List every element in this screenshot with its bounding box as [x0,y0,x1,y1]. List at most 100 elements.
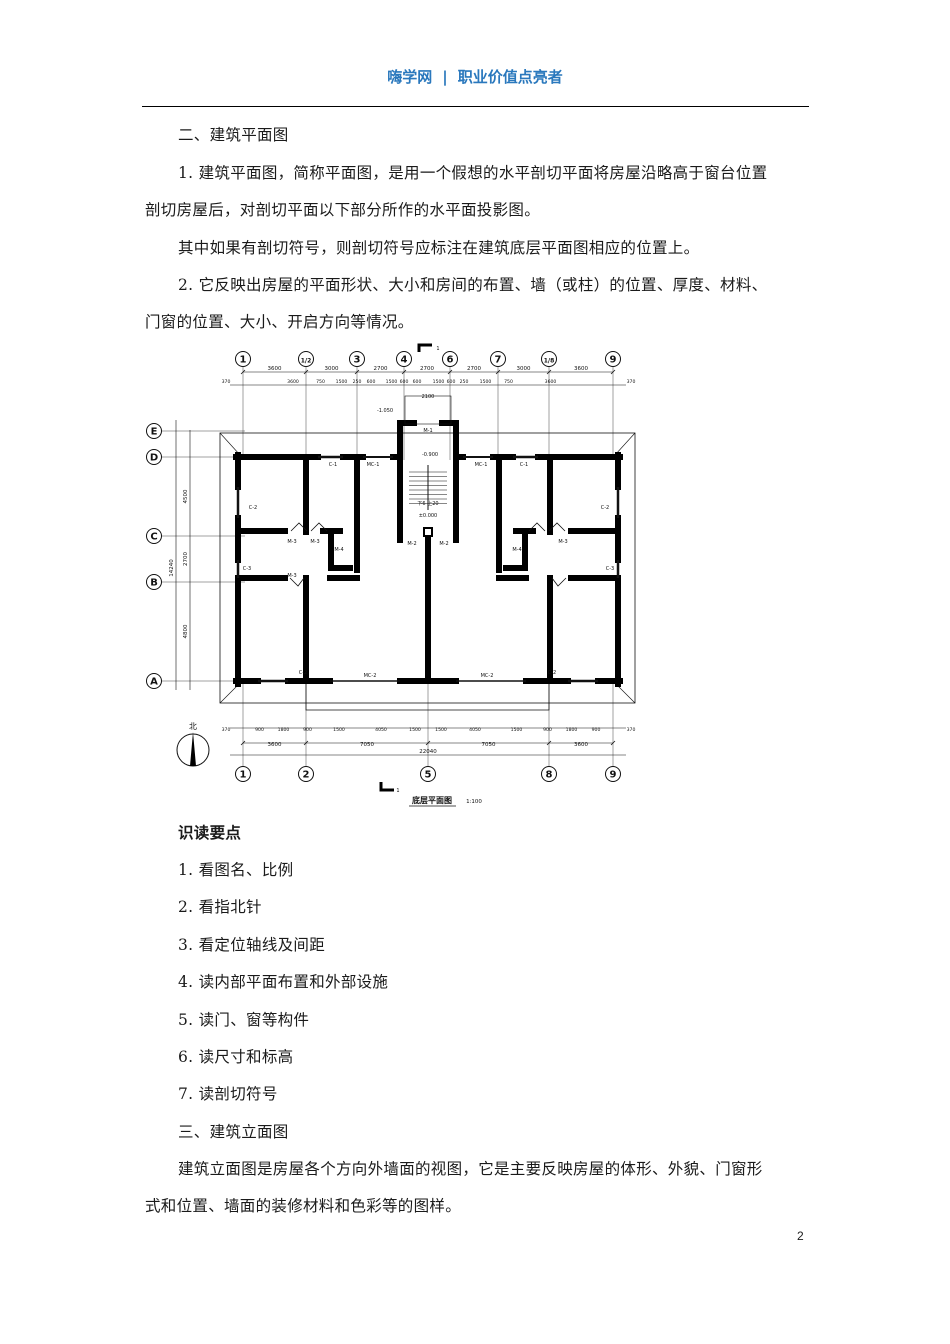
bottom-axis-bubble-circle [235,766,251,782]
top-dimension-detail: 600 [367,379,376,385]
room-label: MC-1 [367,462,380,468]
bottom-dimension-detail: 900 [303,727,312,733]
section-mark-label: 1 [396,788,399,794]
reading-point: 2. 看指北针 [178,898,262,916]
bottom-dimension-detail: 900 [592,727,601,733]
top-dimension: 3000 [517,366,531,372]
paragraph-line: 式和位置、墙面的装修材料和色彩等的图样。 [145,1197,462,1215]
bottom-axis-bubble-label: 9 [610,770,617,781]
left-axis-bubble-circle [146,673,162,689]
top-axis-bubble-circle [490,351,506,367]
room-label: MC-2 [481,673,494,679]
dimension-tick [495,369,501,375]
figure-caption: 底层平面图 [411,795,452,805]
top-axis-bubble-label: 1/8 [544,358,555,365]
bottom-dimension-detail: 4050 [469,727,481,733]
dimension-tick [610,740,616,746]
top-dimension-detail: 1500 [386,379,398,385]
dimension-tick [401,369,407,375]
room-label: M-3 [287,539,296,545]
room-label: M-4 [334,547,343,553]
paragraph-line: 其中如果有剖切符号，则剖切符号应标注在建筑底层平面图相应的位置上。 [178,239,700,257]
top-dimension: 3600 [574,366,588,372]
reading-points-title: 识读要点 [178,823,242,842]
top-axis-bubble-label: 1 [240,355,247,366]
bottom-axis-bubble-label: 8 [546,770,553,781]
dimension-tick [354,369,360,375]
left-axis-bubble-circle [146,574,162,590]
top-dimension-detail: 1500 [336,379,348,385]
left-axis-bubble-label: D [150,453,158,464]
room-label: M-3 [310,539,319,545]
bottom-dimension-detail: 1500 [409,727,421,733]
bottom-axis-bubble-circle [541,766,557,782]
bottom-dimension-detail: 1500 [511,727,523,733]
room-label: M-2 [439,541,448,547]
header-separator: | [442,68,448,86]
top-axis-bubble-label: 7 [495,355,502,366]
dimension-tick [546,369,552,375]
room-label: C-2 [548,670,556,676]
top-axis-bubble-label: 9 [610,355,617,366]
section-heading: 三、建筑立面图 [178,1123,289,1141]
top-dimension-detail: 370 [222,379,231,385]
entrance-canopy [404,395,452,425]
north-arrow-needle [190,732,196,766]
top-dimension: 2700 [420,366,434,372]
room-label: M-3 [558,539,567,545]
dimension-tick [447,369,453,375]
bottom-axis-bubble-label: 5 [425,770,432,781]
top-axis-bubble-label: 6 [447,355,454,366]
level-mark: -1.050 [377,408,393,414]
room-label: M-3 [287,573,296,579]
bottom-dimension: 3600 [574,742,588,748]
top-axis-bubble-label: 3 [354,355,361,366]
room-label: C-3 [243,566,251,572]
room-label: C-2 [601,505,609,511]
room-label: MC-2 [364,673,377,679]
bottom-axis-bubble-label: 1 [240,770,247,781]
roof-hip-line [614,432,636,456]
top-axis-bubble-label: 1/2 [301,358,312,365]
roof-outline [219,432,636,704]
room-label: M-2 [407,541,416,547]
dimension-tick [240,369,246,375]
top-dimension-detail: 600 [413,379,422,385]
figure-scale: 1:100 [466,799,482,805]
site-slogan: 职业价值点亮者 [457,68,563,86]
bottom-dimension: 3600 [268,742,282,748]
site-name: 嗨学网 [387,68,433,86]
room-label: C-1 [520,462,528,468]
section-mark-top [417,343,432,352]
reading-point: 6. 读尺寸和标高 [178,1048,294,1066]
room-label: M-1 [423,428,432,434]
dimension-tick [546,740,552,746]
dimension-tick [610,369,616,375]
north-label: 北 [189,722,197,731]
bottom-dimension-detail: 370 [627,727,636,733]
top-axis-bubble-circle [235,351,251,367]
dimension-tick [303,369,309,375]
left-dimension: 2700 [183,552,189,566]
reading-point: 4. 读内部平面布置和外部设施 [178,973,389,991]
bottom-dimension-detail: 900 [255,727,264,733]
top-dimension: 2700 [467,366,481,372]
left-axis-bubble-circle [146,449,162,465]
column [423,527,433,537]
door-swing [289,522,328,587]
bottom-dimension-detail: 1800 [278,727,290,733]
reading-point: 7. 读剖切符号 [178,1085,278,1103]
walls-left [233,420,431,687]
top-dimension-detail: 250 [353,379,362,385]
paragraph-line: 门窗的位置、大小、开启方向等情况。 [145,313,414,331]
reading-point: 3. 看定位轴线及间距 [178,936,326,954]
stair-note: 下6 上20 [417,500,438,507]
room-label: C-3 [606,566,614,572]
left-axis-bubble-label: C [150,532,157,543]
room-label: M-4 [512,547,521,553]
top-dimension-detail: 1500 [480,379,492,385]
paragraph-line: 1. 建筑平面图，简称平面图，是用一个假想的水平剖切平面将房屋沿略高于窗台位置 [178,164,768,182]
room-label: C-2 [249,505,257,511]
top-dimension-detail: 250 [460,379,469,385]
